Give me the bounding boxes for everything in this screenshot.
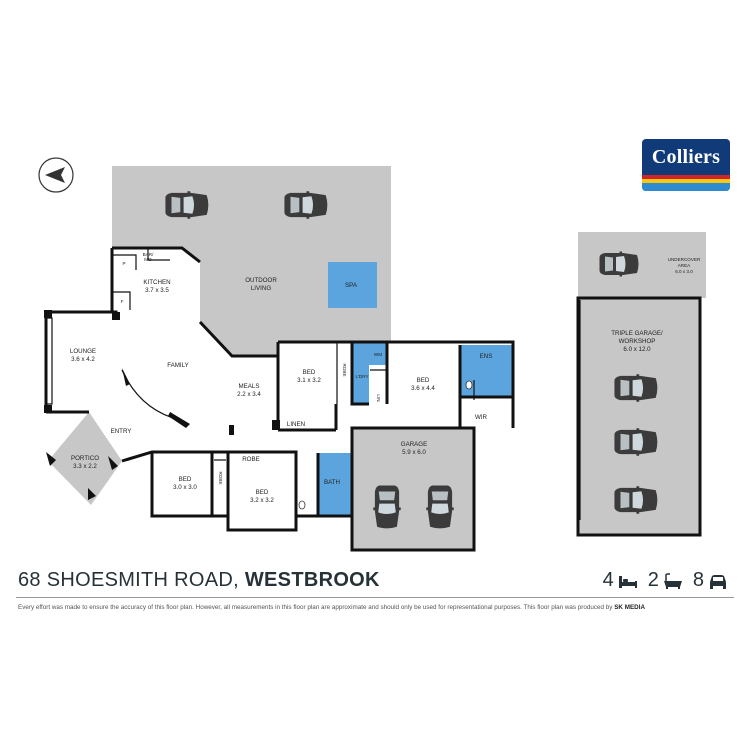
colliers-logo: Colliers	[642, 139, 730, 191]
room-name: KITCHEN	[143, 279, 170, 286]
bed-icon	[618, 575, 637, 588]
garage-floor	[352, 428, 474, 550]
room-dims: 3.6 x 4.2	[71, 356, 95, 363]
room-name: MEALS	[239, 383, 260, 390]
brand-name: Colliers	[651, 146, 721, 168]
address-suburb: WESTBROOK	[244, 569, 380, 591]
room-dims: 6.0 x 12.0	[623, 346, 651, 353]
room-dims: 6.0 x 3.0	[675, 269, 693, 274]
room-name: ENS	[480, 353, 493, 360]
wm-area	[369, 343, 387, 365]
room-name: TRIPLE GARAGE/	[611, 330, 663, 337]
room-name: BED	[179, 476, 192, 483]
room-dims: 3.0 x 3.0	[173, 484, 197, 491]
room-name: BATH	[324, 479, 340, 486]
room-labels: OUTDOOR LIVING SPA KITCHEN 3.7 x 3.5 BAR…	[70, 252, 701, 504]
north-arrow-icon	[38, 157, 74, 193]
room-name: GARAGE	[401, 441, 427, 448]
undercover-area	[578, 232, 706, 298]
room-name: ENTRY	[111, 428, 132, 435]
footer-divider	[16, 597, 734, 598]
bathroom-count: 2	[647, 569, 659, 591]
room-name: PORTICO	[71, 455, 99, 462]
room-dims: 5.9 x 6.0	[402, 449, 426, 456]
room-name: P	[122, 261, 125, 266]
room-name: LIVING	[251, 285, 271, 292]
bath-icon	[663, 572, 682, 589]
car-triple-2	[614, 428, 658, 456]
room-name: AREA	[678, 263, 691, 268]
room-name: MO	[144, 257, 152, 262]
room-dims: 3.7 x 3.5	[145, 287, 169, 294]
room-name: L'DRY	[355, 374, 368, 379]
disclaimer-producer: SK MEDIA	[614, 604, 645, 611]
room-name: BAR/	[143, 252, 154, 257]
room-name: BED	[303, 369, 316, 376]
portico-floor	[48, 412, 122, 505]
spa-pool	[328, 262, 377, 308]
room-name: BED	[417, 377, 430, 384]
outdoor-living-area	[112, 166, 391, 356]
wall-blocks	[44, 310, 280, 500]
parking-count: 8	[692, 569, 704, 591]
room-name: WORKSHOP	[619, 338, 656, 345]
car-garage-2	[426, 485, 454, 529]
room-dims: 2.2 x 3.4	[237, 391, 261, 398]
car-outdoor-2	[284, 191, 328, 219]
toilet-icons	[298, 380, 473, 510]
room-name: F	[121, 299, 124, 304]
room-name: LINEN	[287, 421, 305, 428]
car-undercover	[599, 251, 639, 277]
car-icon	[710, 574, 726, 589]
property-stats: 4 2 8	[603, 569, 734, 592]
room-name: WIR	[475, 414, 488, 421]
room-name: OUTDOOR	[245, 277, 277, 284]
room-name: LIN	[376, 394, 381, 401]
room-name: ROBE	[242, 456, 260, 463]
room-name: BED	[256, 489, 269, 496]
room-dims: 3.2 x 3.2	[250, 497, 274, 504]
address-street: 68 SHOESMITH ROAD,	[18, 569, 245, 591]
room-name: WM	[374, 352, 382, 357]
room-name: ROBE	[342, 363, 347, 376]
disclaimer: Every effort was made to ensure the accu…	[18, 604, 734, 611]
room-name: FAMILY	[167, 362, 189, 369]
room-dims: 3.6 x 4.4	[411, 385, 435, 392]
room-name: LOUNGE	[70, 348, 96, 355]
car-triple-3	[614, 486, 658, 514]
bath-area	[318, 453, 352, 516]
room-dims: 3.1 x 3.2	[297, 377, 321, 384]
room-dims: 3.3 x 2.2	[73, 463, 97, 470]
room-name: SPA	[345, 282, 358, 289]
logo-stripe-yellow	[642, 179, 730, 183]
bedroom-count: 4	[602, 569, 614, 591]
car-outdoor-1	[165, 191, 209, 219]
property-address: 68 SHOESMITH ROAD, WESTBROOK	[18, 569, 380, 592]
logo-stripe-blue	[642, 183, 730, 191]
logo-stripe-red	[642, 175, 730, 179]
car-garage-1	[373, 485, 401, 529]
laundry-area	[352, 343, 369, 404]
room-name: ROBE	[218, 471, 223, 484]
car-triple-1	[614, 374, 658, 402]
disclaimer-text: Every effort was made to ensure the accu…	[18, 604, 615, 611]
room-name: UNDERCOVER	[668, 257, 701, 262]
walls	[44, 246, 702, 552]
